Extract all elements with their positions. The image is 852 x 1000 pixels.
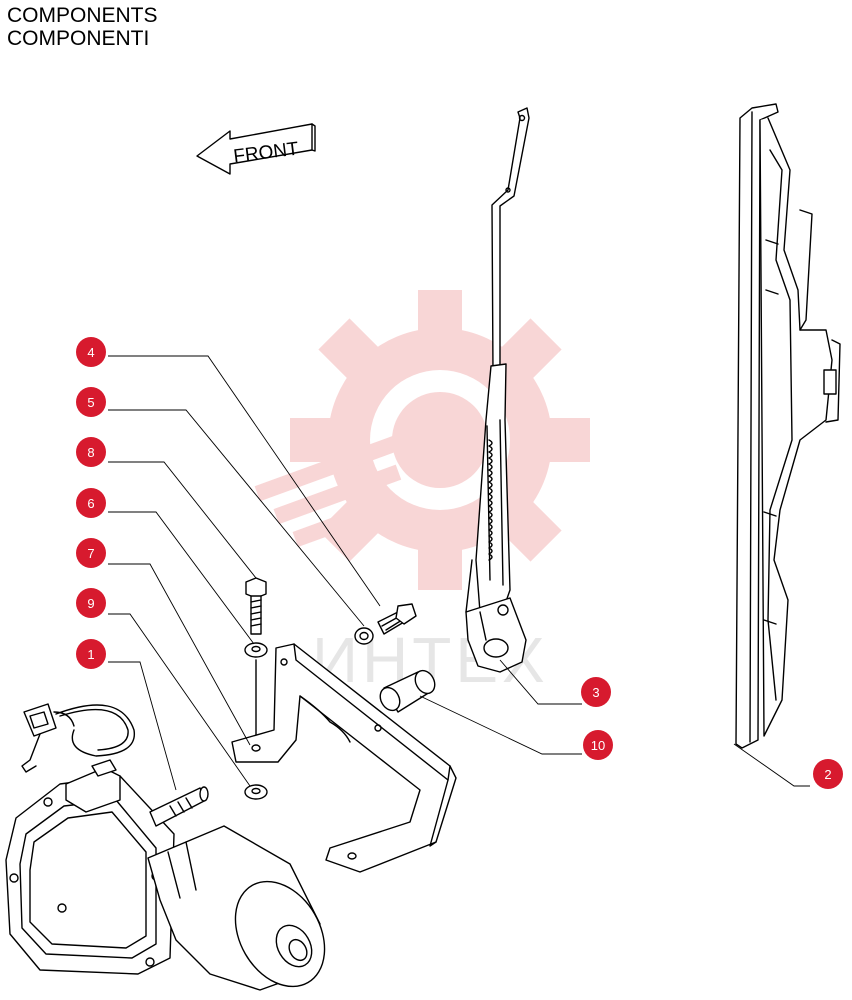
lower-washer	[244, 784, 268, 800]
svg-text:7: 7	[87, 546, 94, 561]
arm-washer	[354, 627, 374, 645]
svg-text:2: 2	[824, 767, 831, 782]
callout-8: 8	[76, 437, 106, 467]
page-title: COMPONENTS COMPONENTI	[7, 4, 158, 50]
mounting-bracket	[231, 643, 457, 873]
svg-text:4: 4	[87, 345, 94, 360]
svg-text:9: 9	[87, 596, 94, 611]
callout-6: 6	[76, 488, 106, 518]
svg-text:3: 3	[592, 685, 599, 700]
title-english: COMPONENTS	[7, 4, 158, 27]
wiper-blade	[735, 103, 841, 749]
upper-washer	[244, 642, 268, 658]
callout-1: 1	[76, 639, 106, 669]
wiper-motor	[5, 703, 326, 991]
svg-text:8: 8	[87, 445, 94, 460]
bushing	[379, 669, 436, 713]
callout-7: 7	[76, 538, 106, 568]
callout-3: 3	[581, 677, 611, 707]
callout-10: 10	[583, 730, 613, 760]
leader-lines	[108, 355, 810, 791]
wiper-arm	[465, 107, 530, 673]
svg-text:6: 6	[87, 496, 94, 511]
svg-text:10: 10	[591, 738, 605, 753]
watermark-gear-icon	[254, 290, 590, 590]
callout-5: 5	[76, 387, 106, 417]
callout-2: 2	[813, 759, 843, 789]
bracket-bolt	[245, 577, 267, 635]
svg-text:5: 5	[87, 395, 94, 410]
svg-text:1: 1	[87, 647, 94, 662]
arm-bolt	[377, 603, 417, 635]
callout-4: 4	[76, 337, 106, 367]
title-italian: COMPONENTI	[7, 27, 150, 50]
front-arrow-icon: FRONT	[196, 123, 316, 175]
callout-9: 9	[76, 588, 106, 618]
